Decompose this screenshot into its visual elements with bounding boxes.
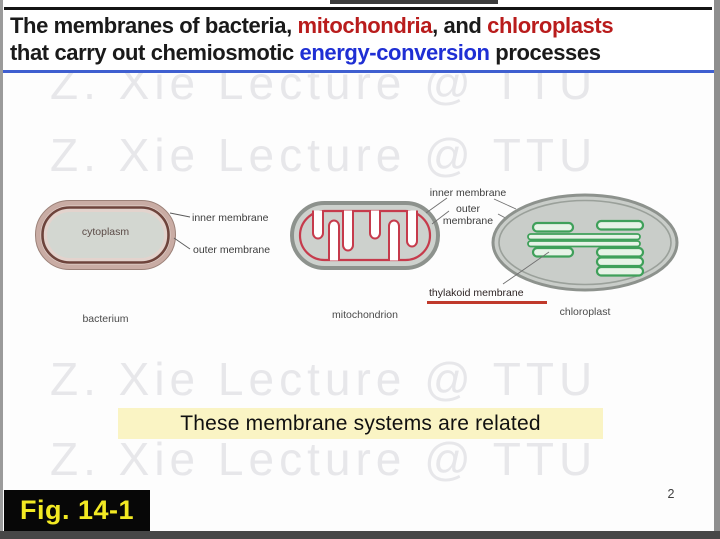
right-edge-bar	[714, 0, 720, 539]
thylakoid-pointer-line	[502, 251, 550, 285]
bacterium-pointer-lines	[169, 212, 191, 250]
bacterium-inner-membrane-label: inner membrane	[192, 212, 269, 224]
title-segment-red: mitochondria	[297, 13, 433, 38]
figure-label: Fig. 14-1	[4, 490, 150, 531]
title-segment: processes	[489, 39, 601, 65]
bacterium-caption: bacterium	[82, 313, 129, 325]
watermark-row-4: Z. Xie Lecture @ TTU	[50, 433, 598, 485]
title-segment-red: chloroplasts	[487, 13, 614, 38]
bottom-edge-bar	[0, 531, 720, 539]
thylakoid-membrane-label: thylakoid membrane	[429, 287, 524, 299]
title-underline	[3, 69, 714, 73]
organelle-inner-membrane-label: inner membrane	[429, 187, 507, 199]
cytoplasm-label: cytoplasm	[81, 226, 130, 238]
mitochondrion-caption: mitochondrion	[332, 309, 398, 321]
chloroplast-caption: chloroplast	[559, 306, 611, 318]
watermark-row-2: Z. Xie Lecture @ TTU	[50, 129, 598, 181]
bacterium-drawing	[35, 200, 176, 270]
title-line-1: The membranes of bacteria, mitochondria,…	[10, 13, 710, 40]
page-number: 2	[667, 487, 675, 501]
title-block: The membranes of bacteria, mitochondria,…	[3, 0, 714, 73]
watermark-row-3: Z. Xie Lecture @ TTU	[50, 353, 598, 405]
organelle-outer-membrane-label-line1: outer	[456, 203, 480, 215]
title-top-border	[4, 7, 712, 11]
organelle-outer-membrane-label-line2: membrane	[442, 215, 494, 227]
slide-title: The membranes of bacteria, mitochondria,…	[10, 13, 710, 66]
chloroplast-drawing	[427, 193, 679, 304]
thylakoid-grana	[527, 219, 645, 277]
top-edge-artifact	[330, 0, 498, 4]
callout-box: These membrane systems are related	[118, 408, 603, 439]
mitochondrion-drawing	[290, 201, 440, 270]
left-edge-bar	[0, 0, 3, 539]
thylakoid-red-underline	[427, 301, 547, 304]
diagram-canvas	[35, 193, 679, 304]
title-segment: The membranes of bacteria,	[10, 13, 298, 38]
title-segment: that carry out chemiosmotic	[10, 39, 300, 65]
bacterium-outer-membrane-label: outer membrane	[193, 244, 271, 256]
title-line-2: that carry out chemiosmotic energy-conve…	[10, 40, 710, 67]
title-segment: , and	[432, 13, 488, 38]
title-segment-blue: energy-conversion	[299, 39, 490, 65]
